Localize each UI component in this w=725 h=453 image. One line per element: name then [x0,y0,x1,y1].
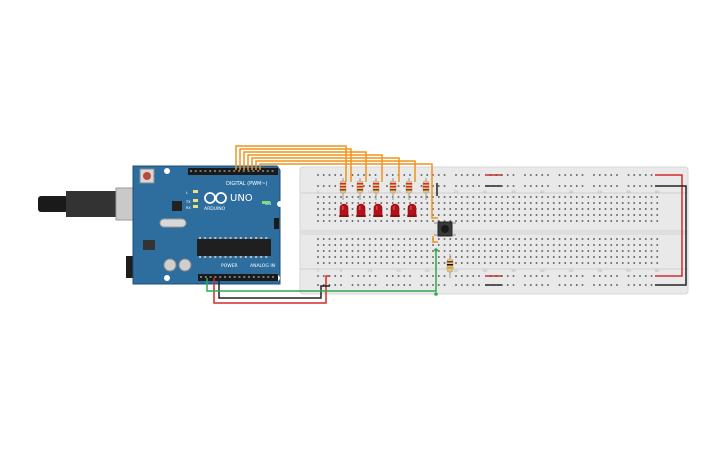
wire-orange-7[interactable] [259,163,438,219]
column-number: 45 [569,190,573,194]
l-led [193,190,198,193]
atmega-chip [197,239,271,256]
red-led[interactable] [390,203,400,217]
column-number: 10 [368,269,372,273]
arduino-logo: UNO ARDUINO [204,192,253,212]
column-number: 30 [483,190,487,194]
resistor[interactable] [339,178,347,200]
reset-button[interactable] [143,172,151,180]
icsp-header [274,218,279,229]
red-led[interactable] [339,203,349,217]
digital-label: DIGITAL (PWM~) [226,181,268,187]
wire-orange-6[interactable] [255,160,416,182]
rx-led [193,205,198,208]
resistor[interactable] [356,178,364,200]
arduino-uno-board[interactable]: DIGITAL (PWM~) POWER ANALOG IN ON L TX R… [38,165,283,285]
column-number: 30 [483,269,487,273]
capacitor [163,258,177,272]
uno-logo-text: UNO [230,193,253,204]
capacitor [178,258,192,272]
on-led [262,201,270,204]
column-number: 1 [317,190,319,194]
column-number: 35 [511,190,515,194]
column-number: 40 [540,269,544,273]
wire-orange-4[interactable] [247,154,383,182]
crystal [159,218,187,228]
column-number: 25 [454,269,458,273]
column-number: 55 [626,190,630,194]
tx-led [193,199,198,202]
resistor[interactable] [372,178,380,200]
mount-hole [164,168,170,174]
usb-cable-body [66,191,116,217]
resistor[interactable] [389,178,397,200]
column-number: 35 [511,269,515,273]
pushbutton[interactable] [434,221,456,237]
voltage-regulator [143,240,155,250]
column-number: 1 [317,269,319,273]
usb-chip [172,201,182,211]
column-number: 20 [425,269,429,273]
column-number: 50 [598,190,602,194]
column-number: 25 [454,190,458,194]
column-number: 40 [540,190,544,194]
wire-black-rail-jumper[interactable] [672,185,687,286]
resistor[interactable] [422,178,430,200]
wire-green-button[interactable] [206,250,437,292]
wire-red-5v[interactable] [213,275,330,304]
column-number: 55 [626,269,630,273]
column-number: 10 [368,190,372,194]
resistors[interactable] [339,178,430,200]
l-label: L [186,191,188,195]
analog-label: ANALOG IN [250,263,275,269]
pull-down-resistor[interactable] [446,254,454,278]
usb-cable-plug[interactable] [38,196,68,212]
column-number: 5 [340,269,342,273]
column-number: 60 [655,269,659,273]
arduino-brand-text: ARDUINO [204,206,226,212]
column-number: 45 [569,269,573,273]
power-label: POWER [221,263,238,269]
wire-orange-3[interactable] [243,151,367,182]
wire-red-rail-jumper[interactable] [672,174,683,277]
column-number: 15 [396,269,400,273]
resistor[interactable] [405,178,413,200]
column-number: 15 [396,190,400,194]
digital-pin-header[interactable] [188,168,278,175]
leds[interactable] [339,203,417,217]
power-analog-pin-header[interactable] [198,274,278,281]
tx-label: TX [185,200,191,204]
wires[interactable] [206,145,687,304]
column-number: 50 [598,269,602,273]
wire-orange-5[interactable] [251,157,400,182]
breadboard[interactable]: 1155101015152020252530303535404045455050… [299,166,689,295]
wire-orange-2[interactable] [239,148,352,182]
red-led[interactable] [356,203,366,217]
pushbutton-cap[interactable] [441,225,449,233]
rx-label: RX [186,206,191,210]
red-led[interactable] [407,203,417,217]
column-number: 60 [655,190,659,194]
red-led[interactable] [373,203,383,217]
